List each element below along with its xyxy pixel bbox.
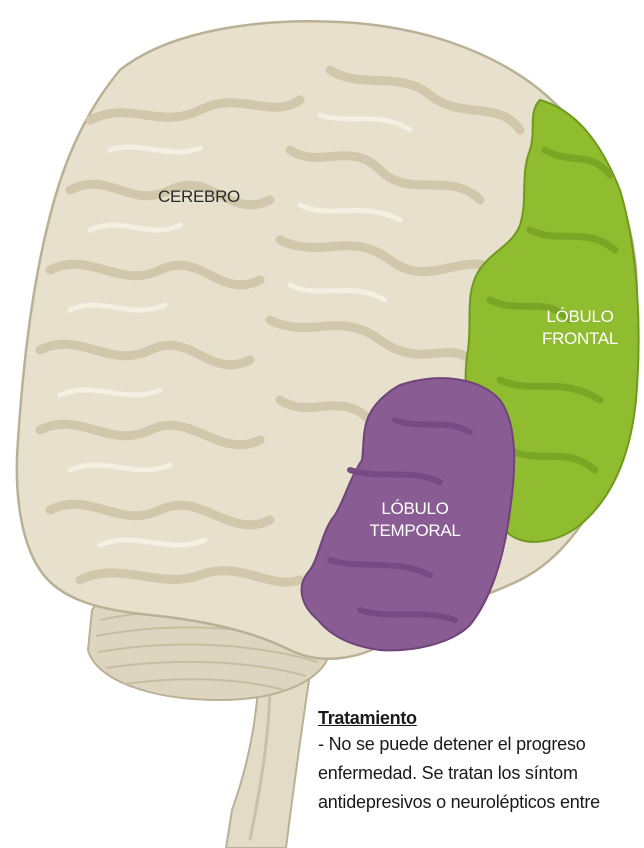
cerebro-label-text: CEREBRO: [158, 187, 240, 206]
temporal-lobe-label-line1: LÓBULO: [360, 498, 470, 520]
treatment-line: antidepresivos o neurolépticos entre: [318, 788, 644, 817]
frontal-lobe-label-line2: FRONTAL: [525, 328, 635, 350]
treatment-line: enfermedad. Se tratan los síntom: [318, 759, 644, 788]
treatment-heading: Tratamiento: [318, 706, 644, 730]
frontal-lobe-label: LÓBULO FRONTAL: [525, 306, 635, 350]
frontal-lobe-label-line1: LÓBULO: [525, 306, 635, 328]
temporal-lobe-label: LÓBULO TEMPORAL: [360, 498, 470, 542]
temporal-lobe-label-line2: TEMPORAL: [360, 520, 470, 542]
treatment-line: - No se puede detener el progreso: [318, 730, 644, 759]
cerebro-label: CEREBRO: [158, 186, 240, 208]
treatment-section: Tratamiento - No se puede detener el pro…: [318, 706, 644, 817]
